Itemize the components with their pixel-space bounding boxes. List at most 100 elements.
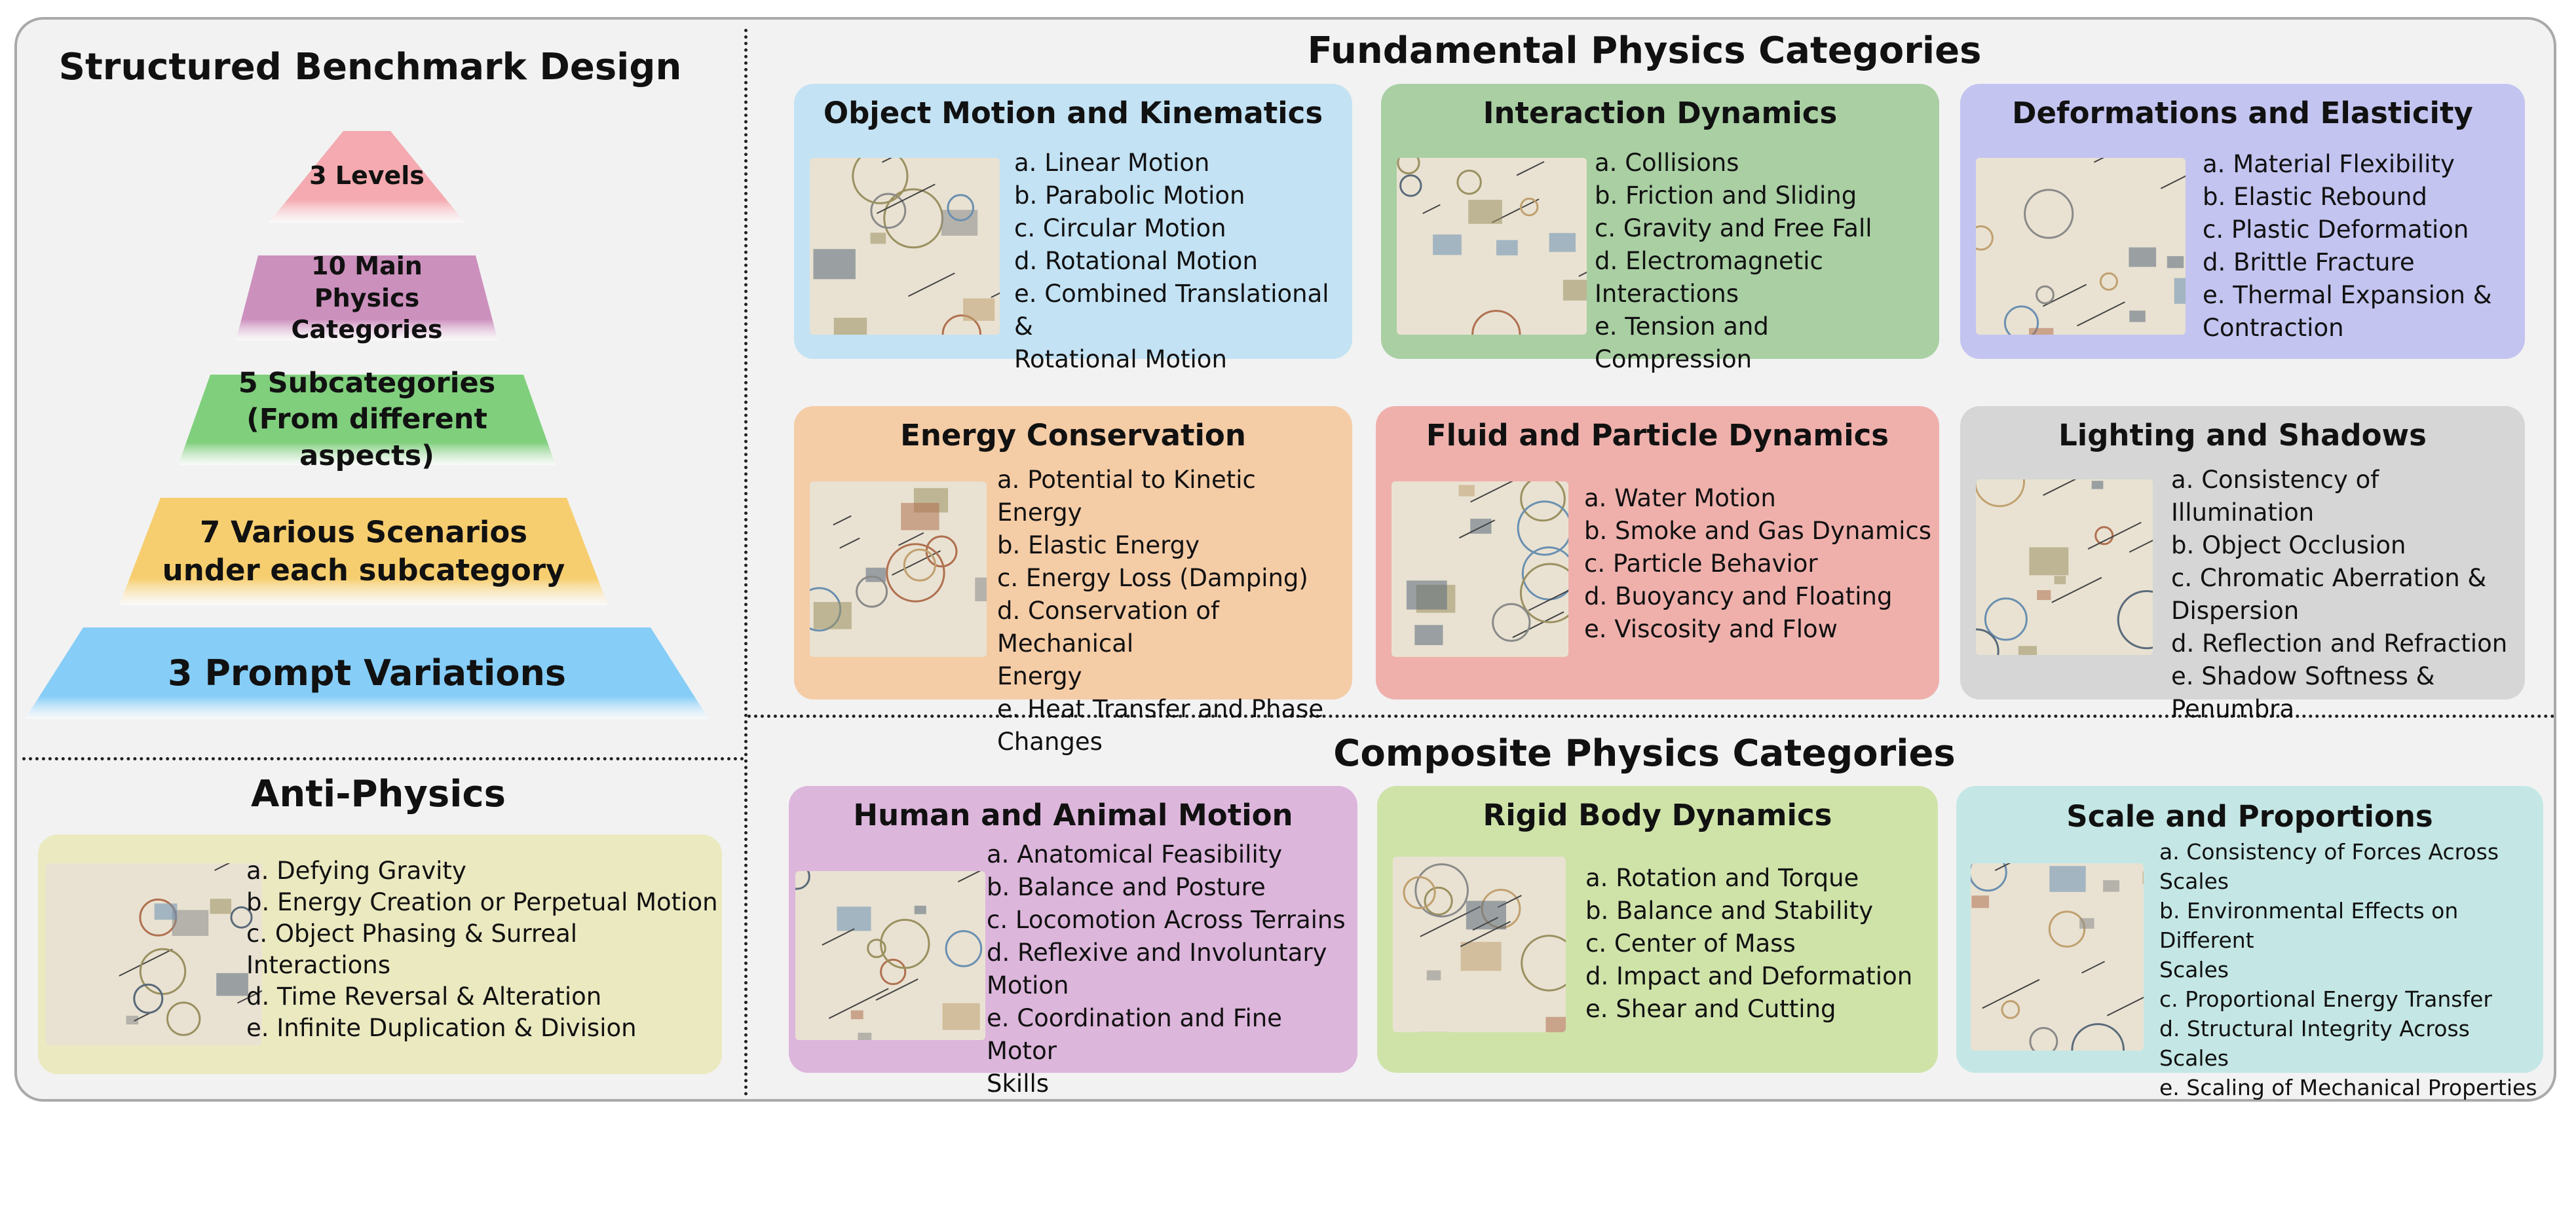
subcategory-item: d. Buoyancy and Floating xyxy=(1584,582,1893,610)
subcategory-list: a. Material Flexibility b. Elastic Reboun… xyxy=(2203,148,2514,345)
fundamental-category-card: Energy Conservation a. Potential to Kinet… xyxy=(794,406,1352,756)
subcategory-item: d. Impact and Deformation xyxy=(1585,962,1913,990)
card-title: Deformations and Elasticity xyxy=(2012,96,2473,130)
subcategory-item: b. Friction and Sliding xyxy=(1595,181,1857,210)
subcategory-list: a. Linear Motion b. Parabolic Motion c. Ci… xyxy=(1014,147,1342,376)
pyramid-level-label: 5 Subcategories(From different aspects) xyxy=(238,367,496,472)
category-illustration xyxy=(1976,158,2186,335)
card-title: Object Motion and Kinematics xyxy=(823,96,1323,130)
subcategory-item: d. Rotational Motion xyxy=(1014,247,1258,275)
category-illustration xyxy=(1392,481,1568,657)
fundamental-category-card: Lighting and Shadows a. Consistency of Il… xyxy=(1960,406,2525,723)
category-illustration xyxy=(810,158,1000,335)
subcategory-list: a. Consistency of Illumination b. Object … xyxy=(2171,464,2518,726)
anti-physics-list: a. Defying Gravity b. Energy Creation or … xyxy=(246,855,718,1044)
category-illustration xyxy=(1393,857,1566,1032)
subcategory-item: b. Smoke and Gas Dynamics xyxy=(1584,517,1932,545)
card-title: Fluid and Particle Dynamics xyxy=(1426,418,1889,453)
left-horizontal-divider xyxy=(22,757,744,760)
anti-physics-item: d. Time Reversal & Alteration xyxy=(246,982,602,1011)
subcategory-item: c. Locomotion Across Terrains xyxy=(987,906,1346,934)
structured-benchmark-heading: Structured Benchmark Design xyxy=(58,46,682,88)
category-illustration xyxy=(1971,863,2144,1051)
card-title: Scale and Proportions xyxy=(2066,799,2433,834)
card-title: Lighting and Shadows xyxy=(2058,418,2427,453)
subcategory-item: b. Object Occlusion xyxy=(2171,531,2406,559)
anti-physics-item: a. Defying Gravity xyxy=(246,857,466,885)
subcategory-list: a. Rotation and Torque b. Balance and Sta… xyxy=(1585,862,1933,1026)
category-illustration xyxy=(810,481,987,657)
pyramid-level-1: 3 Levels xyxy=(269,131,465,223)
fundamental-category-card: Interaction Dynamics a. Collisions b. Fric… xyxy=(1381,84,1939,373)
subcategory-item: e. Thermal Expansion &Contraction xyxy=(2203,281,2492,342)
anti-physics-heading: Anti-Physics xyxy=(251,773,506,815)
subcategory-item: a. Linear Motion xyxy=(1014,149,1210,177)
vertical-divider xyxy=(744,29,748,1096)
composite-category-card: Human and Animal Motion a. Anatomical Fea… xyxy=(789,786,1357,1098)
subcategory-item: e. Combined Translational &Rotational Mo… xyxy=(1014,280,1329,373)
right-horizontal-divider xyxy=(748,715,2556,718)
subcategory-item: c. Gravity and Free Fall xyxy=(1595,214,1872,242)
anti-physics-card: a. Defying Gravity b. Energy Creation or … xyxy=(38,834,722,1074)
subcategory-item: a. Potential to Kinetic Energy xyxy=(997,466,1256,527)
subcategory-list: a. Potential to Kinetic Energy b. Elastic… xyxy=(997,464,1348,758)
pyramid-level-label: 3 Levels xyxy=(309,160,425,190)
category-illustration xyxy=(1976,479,2153,655)
subcategory-item: b. Elastic Energy xyxy=(997,531,1200,559)
subcategory-item: e. Shear and Cutting xyxy=(1585,995,1836,1023)
subcategory-item: a. Water Motion xyxy=(1584,484,1776,512)
card-title: Interaction Dynamics xyxy=(1483,96,1838,130)
subcategory-item: a. Collisions xyxy=(1595,149,1739,177)
fundamental-category-card: Deformations and Elasticity a. Material F… xyxy=(1960,84,2525,359)
category-illustration xyxy=(795,871,985,1040)
subcategory-item: d. Reflection and Refraction xyxy=(2171,629,2508,658)
subcategory-item: c. Particle Behavior xyxy=(1584,550,1818,578)
subcategory-item: c. Circular Motion xyxy=(1014,214,1226,242)
anti-physics-item: e. Infinite Duplication & Division xyxy=(246,1014,637,1042)
subcategory-item: a. Material Flexibility xyxy=(2203,150,2455,178)
subcategory-item: b. Parabolic Motion xyxy=(1014,181,1245,210)
pyramid-level-3: 5 Subcategories(From different aspects) xyxy=(178,367,556,472)
subcategory-item: c. Chromatic Aberration &Dispersion xyxy=(2171,564,2487,625)
subcategory-list: a. Anatomical Feasibility b. Balance and … xyxy=(987,838,1351,1100)
card-title: Rigid Body Dynamics xyxy=(1483,798,1832,832)
subcategory-item: e. Scaling of Mechanical Properties xyxy=(2159,1075,2537,1100)
subcategory-item: c. Energy Loss (Damping) xyxy=(997,564,1308,592)
subcategory-item: b. Elastic Rebound xyxy=(2203,183,2427,211)
composite-category-card: Rigid Body Dynamics a. Rotation and Torqu… xyxy=(1377,786,1938,1073)
anti-physics-item: b. Energy Creation or Perpetual Motion xyxy=(246,888,718,916)
fundamental-category-card: Fluid and Particle Dynamics a. Water Moti… xyxy=(1376,406,1939,700)
subcategory-item: d. Brittle Fracture xyxy=(2203,248,2415,276)
subcategory-item: a. Anatomical Feasibility xyxy=(987,840,1283,868)
subcategory-item: e. Shadow Softness &Penumbra xyxy=(2171,662,2435,723)
subcategory-item: c. Proportional Energy Transfer xyxy=(2159,986,2492,1012)
fundamental-heading: Fundamental Physics Categories xyxy=(1307,29,1982,72)
subcategory-item: a. Consistency of Forces Across Scales xyxy=(2159,839,2499,894)
subcategory-item: e. Tension and Compression xyxy=(1595,312,1769,373)
card-title: Energy Conservation xyxy=(900,418,1246,453)
pyramid-level-label: 3 Prompt Variations xyxy=(167,652,567,694)
pyramid-level-5: 3 Prompt Variations xyxy=(25,627,709,719)
subcategory-item: a. Consistency of Illumination xyxy=(2171,466,2379,527)
subcategory-item: e. Viscosity and Flow xyxy=(1584,615,1838,643)
fundamental-category-card: Object Motion and Kinematics a. Linear Mo… xyxy=(794,84,1352,373)
subcategory-item: c. Plastic Deformation xyxy=(2203,215,2469,244)
subcategory-item: b. Balance and Posture xyxy=(987,873,1266,901)
subcategory-item: a. Rotation and Torque xyxy=(1585,864,1859,892)
anti-physics-illustration xyxy=(46,863,262,1045)
card-title: Human and Animal Motion xyxy=(853,798,1293,832)
subcategory-item: b. Balance and Stability xyxy=(1585,897,1874,925)
subcategory-item: c. Center of Mass xyxy=(1585,929,1796,958)
category-illustration xyxy=(1397,158,1587,335)
